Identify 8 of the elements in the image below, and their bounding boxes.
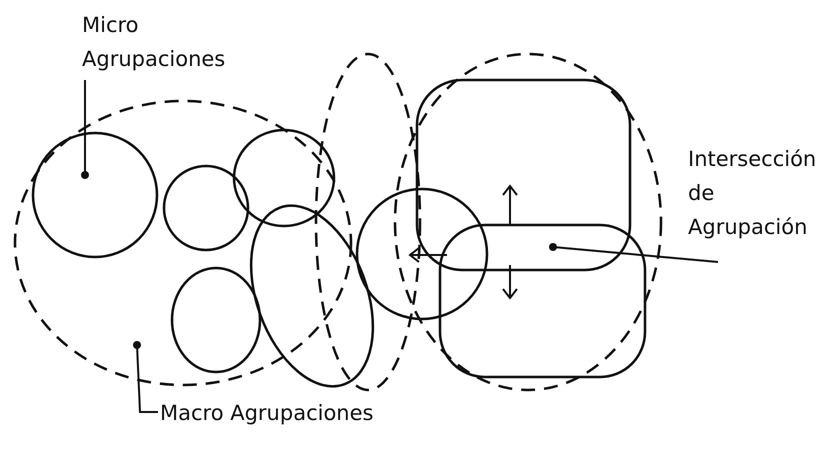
- cluster-label: Intersección de Agrupación: [688, 142, 828, 244]
- leader-line: [81, 80, 89, 179]
- leader-line: [549, 243, 718, 263]
- cluster-label: Micro Agrupaciones: [82, 8, 252, 76]
- cluster-label: Macro Agrupaciones: [160, 396, 460, 430]
- leader-line: [133, 341, 158, 413]
- dashed-cluster-ellipse: [14, 100, 352, 386]
- cluster-circle: [32, 132, 158, 258]
